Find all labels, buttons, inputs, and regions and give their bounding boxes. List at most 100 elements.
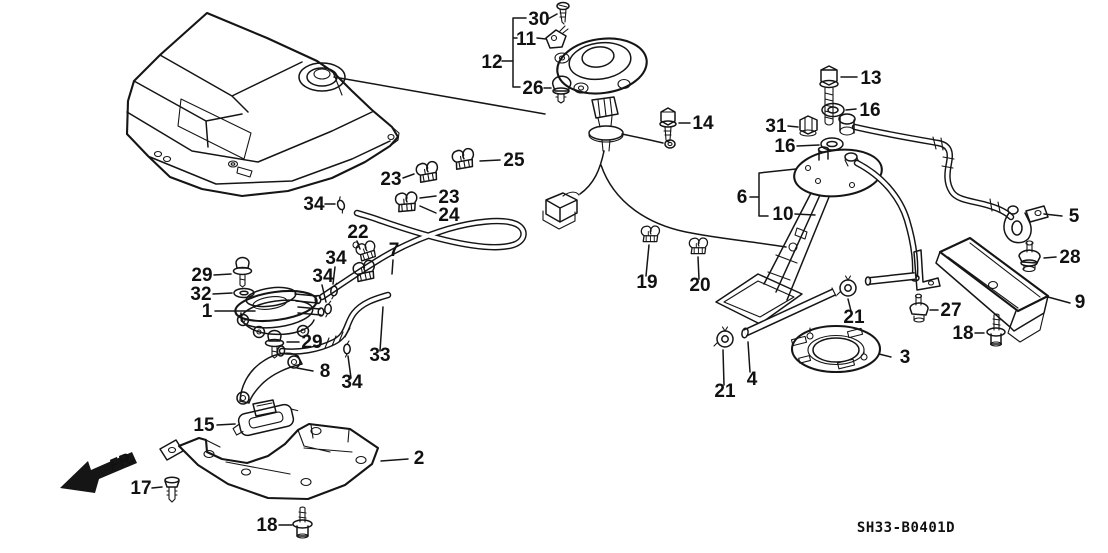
callout-19: 19: [636, 272, 657, 293]
part-fuel-pump-assembly: [715, 146, 941, 325]
callout-labels: 30 11 12 26 13 16 31 16 14 25 23 23 24 3…: [130, 9, 1085, 536]
part-washer-16-upper: [821, 102, 845, 118]
leader-10: [794, 213, 816, 216]
leader-3: [878, 353, 892, 358]
part-clip-23: [414, 160, 441, 184]
leader-31: [787, 125, 799, 128]
callout-13: 13: [860, 68, 881, 89]
leader-16-upper: [845, 108, 857, 111]
callout-15: 15: [193, 415, 215, 436]
part-hose-bracket-5: [1003, 205, 1049, 244]
callout-23-b: 23: [438, 187, 459, 208]
leader-29-upper: [213, 273, 232, 276]
leader-22: [356, 240, 361, 250]
leader-20: [697, 256, 700, 280]
fr-direction-arrow: FR.: [60, 449, 137, 493]
callout-17: 17: [130, 478, 151, 499]
part-fuel-tank: [125, 11, 546, 198]
leader-23: [402, 173, 415, 179]
leader-7: [391, 259, 394, 275]
part-clip-25: [450, 147, 477, 171]
callout-8: 8: [320, 361, 331, 382]
part-clamp-21-right: [836, 275, 857, 297]
callout-29-lower: 29: [301, 332, 322, 353]
callout-27: 27: [940, 300, 961, 321]
leader-19: [645, 244, 650, 277]
part-fuel-sender-unit: [579, 96, 787, 248]
part-clip-11: [545, 25, 569, 49]
leader-tank-opening: [333, 76, 546, 115]
callout-20: 20: [689, 275, 710, 296]
leader-17: [151, 486, 163, 489]
part-clip-19: [640, 225, 661, 243]
callout-3: 3: [900, 347, 911, 368]
harness-wire-long: [600, 164, 787, 248]
part-clamp-34-c: [323, 300, 333, 318]
callout-25: 25: [503, 150, 525, 171]
leader-30: [547, 13, 558, 20]
callout-2: 2: [414, 448, 425, 469]
leader-lines: [151, 13, 1071, 526]
callout-24: 24: [438, 205, 460, 226]
callout-34-b: 34: [325, 248, 347, 269]
callout-23-a: 23: [380, 169, 401, 190]
part-pipe-4: [741, 287, 837, 339]
callout-1: 1: [202, 301, 213, 322]
part-clip-20: [688, 237, 709, 255]
callout-26: 26: [522, 78, 543, 99]
callout-30: 30: [528, 9, 549, 30]
leader-16-lower: [796, 144, 820, 147]
callout-14: 14: [692, 113, 714, 134]
part-fuel-hose-33: [276, 291, 392, 357]
part-tank-cover-9: [935, 236, 1050, 343]
leader-23-24: [419, 195, 437, 214]
callout-7: 7: [389, 240, 400, 261]
callout-21-left: 21: [714, 381, 736, 402]
leader-21-left: [722, 349, 725, 386]
leader-2: [380, 458, 409, 462]
leader-8: [296, 367, 314, 372]
callout-21-right: 21: [843, 307, 865, 328]
callout-33: 33: [369, 345, 390, 366]
part-heat-shield-2: [159, 422, 380, 501]
part-bolt-29-lower: [264, 329, 285, 359]
part-clamp-34-a: [334, 195, 348, 215]
callout-5: 5: [1069, 206, 1080, 227]
harness-wire-short: [579, 150, 605, 195]
part-fuel-hose-banjo: [838, 113, 1015, 221]
part-nut-31: [799, 115, 818, 137]
callout-6: 6: [737, 187, 748, 208]
part-bolt-18-right: [986, 313, 1006, 347]
callout-22: 22: [347, 222, 368, 243]
leader-15: [216, 423, 236, 426]
callout-18-right: 18: [952, 323, 973, 344]
diagram-code: SH33-B0401D: [857, 520, 955, 536]
callout-31: 31: [765, 116, 787, 137]
part-clamp-34-d: [343, 340, 351, 358]
part-clamp-15: [232, 403, 299, 437]
leader-28: [1043, 256, 1057, 259]
part-clamp-21-left: [713, 326, 734, 348]
callout-11: 11: [516, 29, 537, 50]
leader-9: [1047, 296, 1071, 304]
callout-28: 28: [1059, 247, 1080, 268]
part-screw-17: [164, 476, 180, 503]
fr-label: FR.: [107, 449, 137, 475]
leader-33: [379, 306, 384, 352]
part-washer-16-lower: [820, 137, 844, 151]
part-washer-32: [233, 287, 255, 299]
callout-34-a: 34: [303, 194, 325, 215]
part-bolt-29-upper: [232, 256, 253, 288]
leader-4: [747, 341, 751, 373]
callout-32: 32: [190, 284, 211, 305]
part-lock-ring-3: [790, 324, 882, 374]
callout-34-d: 34: [341, 372, 363, 393]
part-bolt-18-bottom: [292, 506, 313, 539]
part-fuel-pump-cover-plate-12: [554, 37, 648, 95]
leader-34-d: [347, 355, 352, 379]
callout-9: 9: [1075, 292, 1086, 313]
leader-32: [212, 292, 233, 295]
part-fastener-27: [909, 293, 929, 323]
